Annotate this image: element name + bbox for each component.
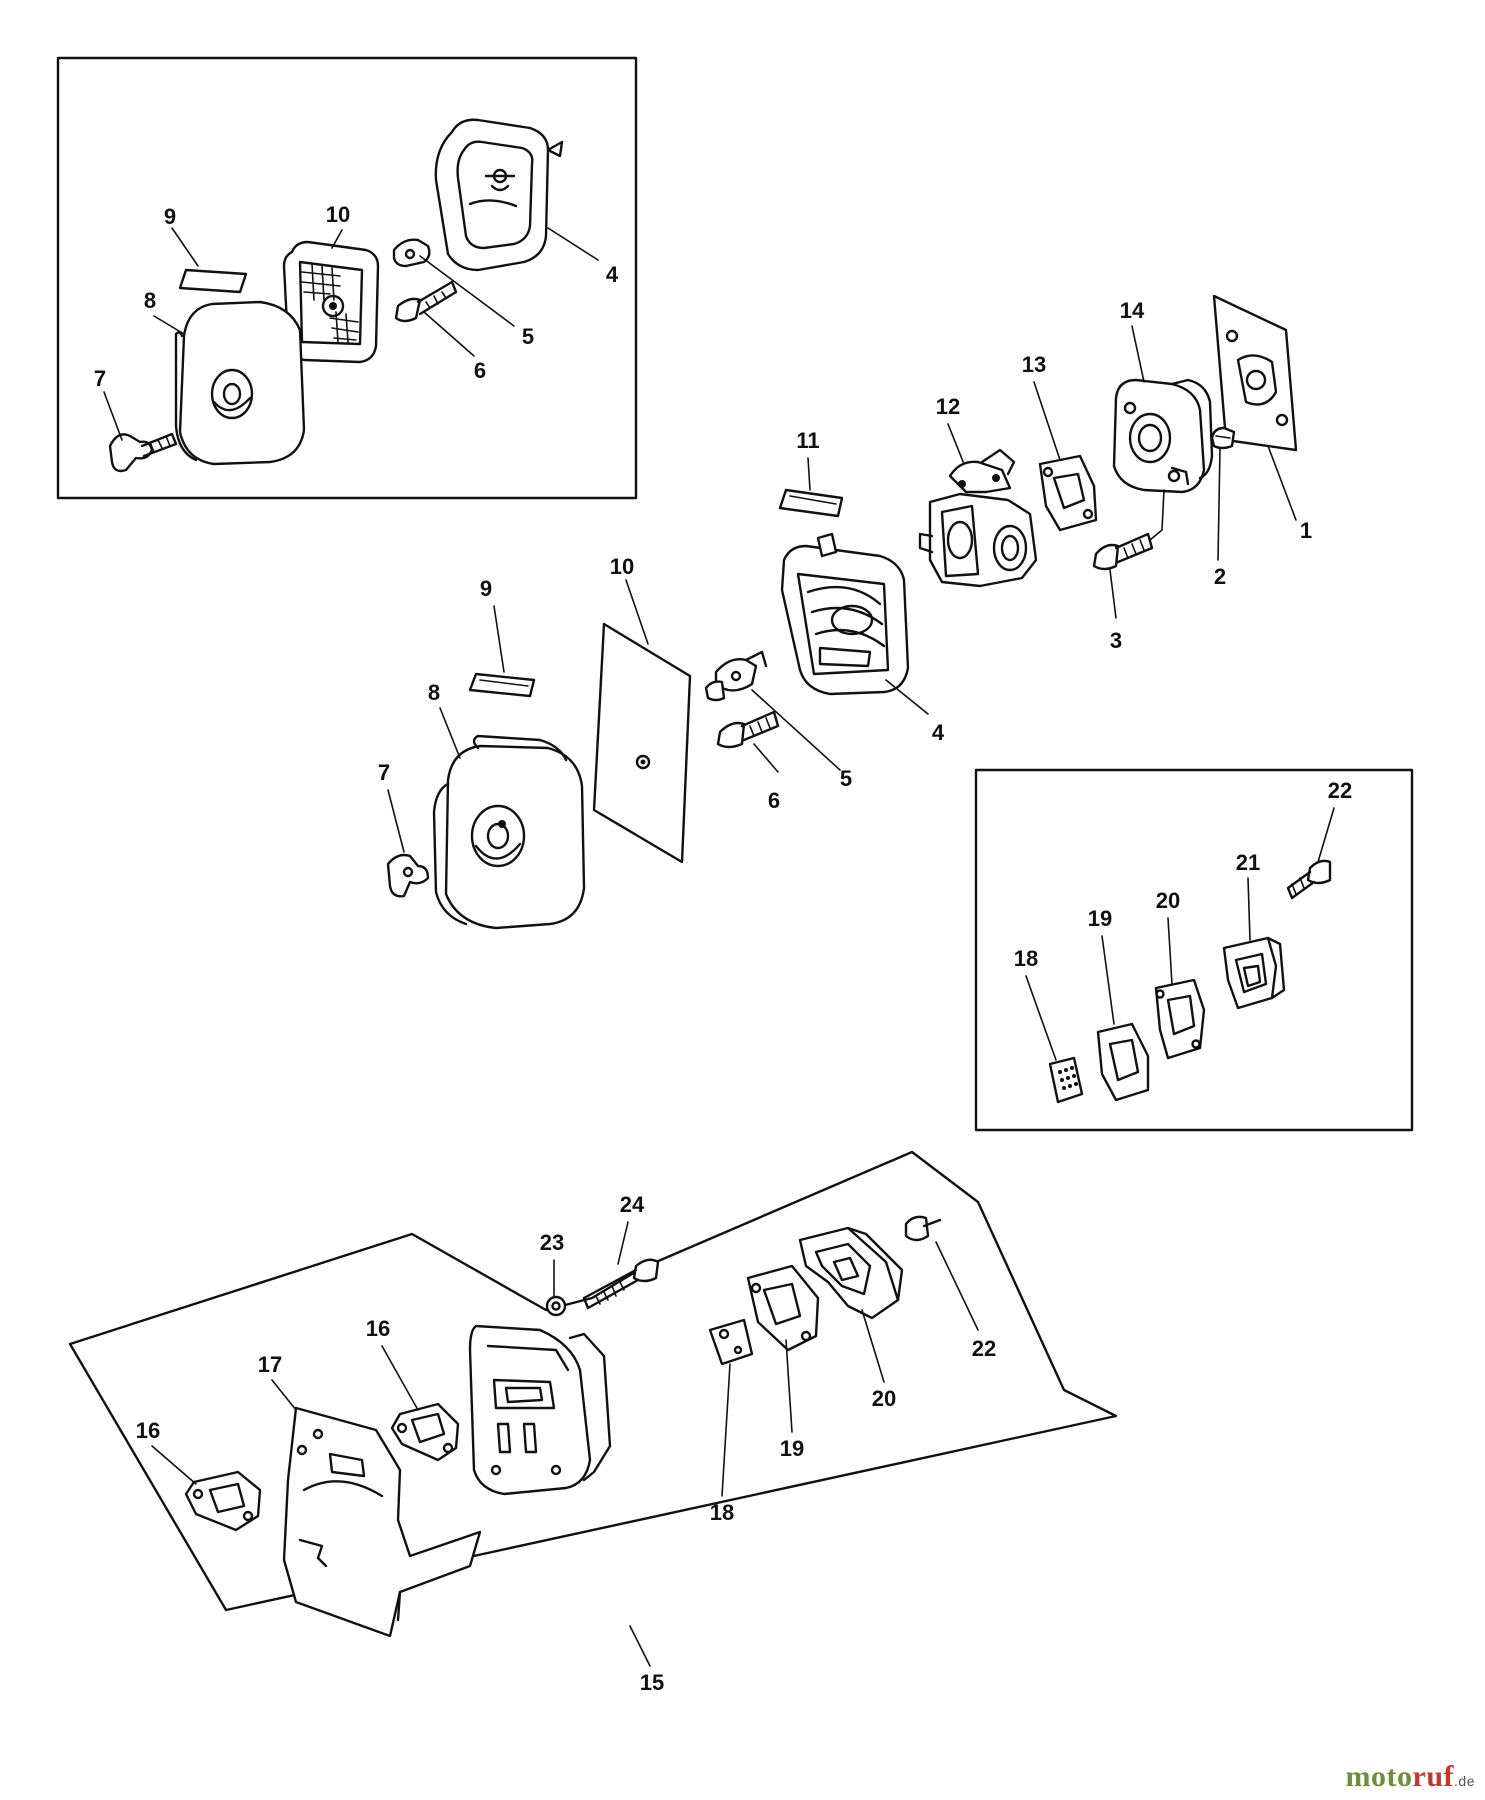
part-11-pad xyxy=(778,488,844,518)
part-16-gasket-middle xyxy=(390,1402,460,1462)
part-12-carburettor xyxy=(918,448,1038,588)
label-8-main: 8 xyxy=(428,680,440,705)
label-15: 15 xyxy=(640,1670,664,1695)
muffler-body xyxy=(468,1324,612,1496)
label-11: 11 xyxy=(796,428,819,453)
watermark-part-b: ruf xyxy=(1412,1760,1455,1793)
label-8: 8 xyxy=(144,288,156,313)
watermark-logo: motoruf.de xyxy=(1346,1760,1475,1794)
inset-right-labels: 22 21 20 19 18 xyxy=(1014,778,1352,971)
label-23: 23 xyxy=(540,1230,564,1255)
label-19-inset: 19 xyxy=(1088,906,1112,931)
label-1: 1 xyxy=(1300,518,1312,543)
inset-top-left: 9 10 4 8 5 6 7 xyxy=(56,56,638,500)
part-22-bolt-inset xyxy=(1286,859,1332,900)
label-16-middle: 16 xyxy=(366,1316,390,1341)
part-5-bracket xyxy=(392,238,431,268)
part-9-pad-main xyxy=(468,672,536,698)
part-8-cover xyxy=(174,300,306,466)
part-13-gasket xyxy=(1038,454,1098,532)
label-4: 4 xyxy=(606,262,619,287)
watermark-part-a: moto xyxy=(1345,1760,1413,1793)
part-14-adapter xyxy=(1112,378,1214,494)
label-19-bottom: 19 xyxy=(780,1436,804,1461)
part-8-cover-main xyxy=(432,734,586,930)
part-20-flange xyxy=(798,1226,904,1320)
label-7-main: 7 xyxy=(378,760,390,785)
label-4-main: 4 xyxy=(932,720,945,745)
inset-right: 22 21 20 19 18 xyxy=(974,768,1414,1132)
bottom-labels: 23 24 16 17 16 22 20 19 18 15 xyxy=(136,1192,996,1695)
label-13: 13 xyxy=(1022,352,1046,377)
part-19-gasket xyxy=(746,1264,820,1352)
label-21-inset: 21 xyxy=(1236,850,1260,875)
part-7-wing-nut-main xyxy=(386,853,430,898)
label-22-bottom: 22 xyxy=(972,1336,996,1361)
part-19-gasket-inset xyxy=(1096,1022,1150,1102)
part-6-bolt xyxy=(394,280,458,323)
part-10-filter-sheet xyxy=(592,622,692,864)
label-17: 17 xyxy=(258,1352,282,1377)
part-3-screw xyxy=(1092,489,1165,571)
label-6: 6 xyxy=(474,358,486,383)
main-labels: 14 13 12 11 1 2 3 10 9 8 7 4 5 6 xyxy=(378,298,1312,813)
part-16-gasket-left xyxy=(184,1470,262,1532)
label-6-main: 6 xyxy=(768,788,780,813)
label-12: 12 xyxy=(936,394,960,419)
watermark-part-c: .de xyxy=(1454,1773,1475,1789)
part-18-screen xyxy=(708,1318,754,1366)
label-2: 2 xyxy=(1214,564,1226,589)
label-3: 3 xyxy=(1110,628,1122,653)
part-18-screen-inset xyxy=(1048,1056,1084,1104)
inset-right-frame xyxy=(974,768,1414,1132)
label-7: 7 xyxy=(94,366,106,391)
label-5-main: 5 xyxy=(840,766,852,791)
label-10-main: 10 xyxy=(610,554,634,579)
part-22-bolt xyxy=(904,1215,942,1242)
label-24: 24 xyxy=(620,1192,645,1217)
part-6-bolt-main xyxy=(716,710,780,749)
label-9: 9 xyxy=(164,204,176,229)
label-10: 10 xyxy=(326,202,350,227)
label-5: 5 xyxy=(522,324,534,349)
part-2-plug xyxy=(1210,426,1236,450)
part-5-bracket-main xyxy=(704,650,768,702)
label-18-inset: 18 xyxy=(1014,946,1038,971)
label-20-bottom: 20 xyxy=(872,1386,896,1411)
part-9-pad xyxy=(178,268,248,294)
part-24-bolt xyxy=(582,1258,660,1310)
label-22-inset: 22 xyxy=(1328,778,1352,803)
label-14: 14 xyxy=(1120,298,1145,323)
label-9-main: 9 xyxy=(480,576,492,601)
part-4-filter-base xyxy=(434,118,564,272)
muffler-kit-outline xyxy=(68,1150,1118,1612)
bottom-assembly: 23 24 16 17 16 22 20 19 18 15 xyxy=(68,1150,1118,1695)
part-23-washer xyxy=(545,1295,567,1317)
part-10-filter-element xyxy=(282,240,380,364)
inset-top-left-frame xyxy=(56,56,638,500)
part-21-flange xyxy=(1222,936,1286,1010)
label-18-bottom: 18 xyxy=(710,1500,734,1525)
part-1-gasket xyxy=(1212,294,1298,452)
label-16-left: 16 xyxy=(136,1418,160,1443)
inset-top-left-labels: 9 10 4 8 5 6 7 xyxy=(94,202,619,391)
part-7-wing-bolt xyxy=(108,432,178,473)
part-17-heat-shield xyxy=(282,1406,482,1638)
label-20-inset: 20 xyxy=(1156,888,1180,913)
part-4-filter-base-main xyxy=(780,532,910,696)
main-assembly: 14 13 12 11 1 2 3 10 9 8 7 4 5 6 xyxy=(378,294,1312,930)
part-20-gasket-inset xyxy=(1154,978,1206,1060)
